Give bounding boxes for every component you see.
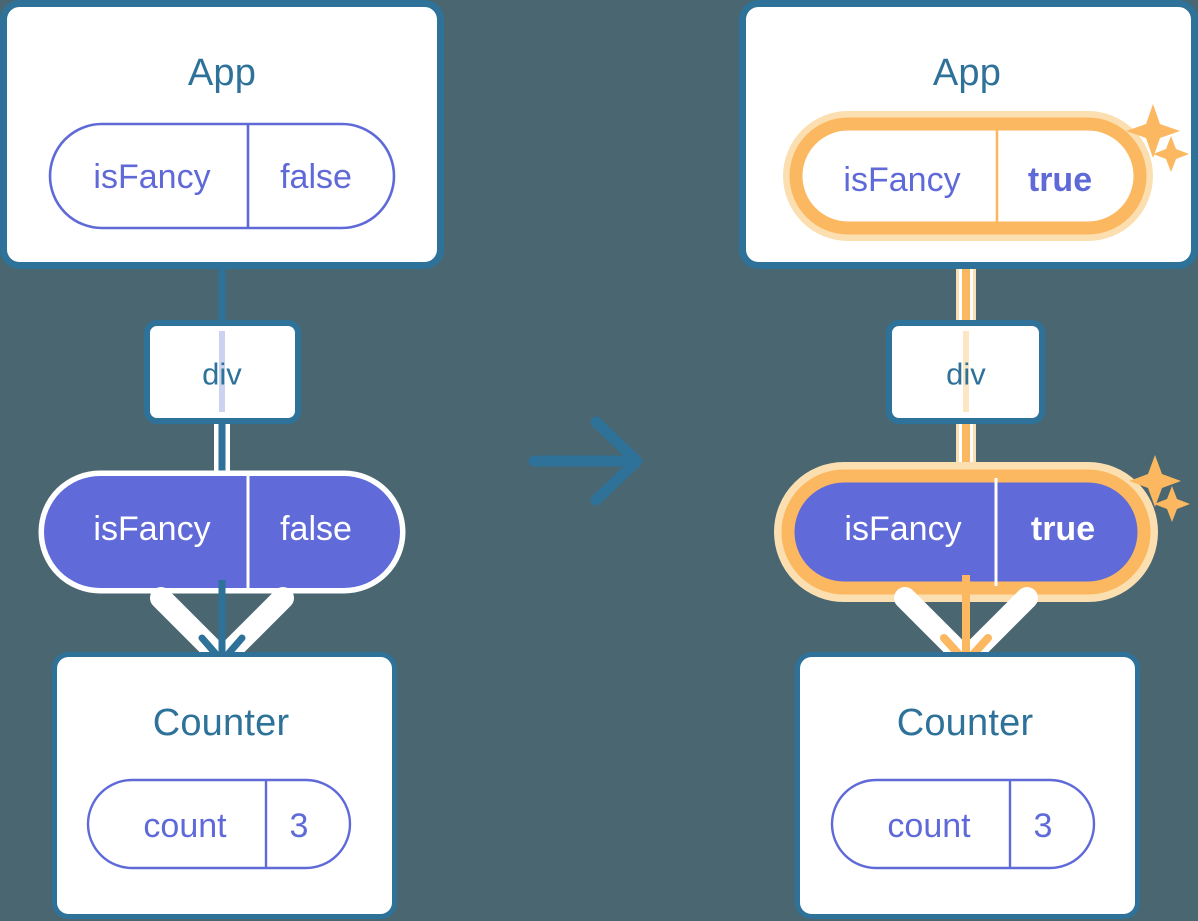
props-pill-before bbox=[44, 476, 400, 588]
arrow-right-icon-head bbox=[590, 416, 643, 506]
app-state-key-after: isFancy bbox=[843, 161, 961, 199]
props-key-before: isFancy bbox=[93, 510, 211, 548]
panel-after bbox=[739, 0, 1198, 919]
panel-before bbox=[0, 0, 444, 919]
counter-state-pill-after bbox=[830, 778, 1096, 870]
app-title-before: App bbox=[187, 52, 257, 94]
sparkle-small-icon-props-after bbox=[1154, 486, 1190, 522]
counter-state-value-before: 3 bbox=[289, 807, 309, 845]
app-title-after: App bbox=[932, 52, 1002, 94]
counter-state-key-after: count bbox=[887, 807, 971, 845]
props-value-after: true bbox=[1030, 510, 1096, 548]
app-state-pill-before bbox=[48, 122, 396, 230]
div-label-before: div bbox=[202, 356, 242, 392]
sparkle-large-icon-props-after bbox=[1129, 455, 1181, 507]
sparkle-large-icon-app-after bbox=[1126, 104, 1180, 158]
counter-title-after: Counter bbox=[896, 702, 1034, 744]
counter-state-pill-before bbox=[86, 778, 352, 870]
counter-title-before: Counter bbox=[152, 702, 290, 744]
div-label-after: div bbox=[946, 356, 986, 392]
app-state-pill-ring-after bbox=[789, 117, 1147, 235]
app-state-key-before: isFancy bbox=[93, 158, 211, 196]
props-key-after: isFancy bbox=[844, 510, 962, 548]
counter-state-value-after: 3 bbox=[1033, 807, 1053, 845]
app-state-value-before: false bbox=[280, 158, 352, 196]
props-value-before: false bbox=[280, 510, 352, 548]
transition-arrow bbox=[528, 416, 643, 506]
sparkle-small-icon-app-after bbox=[1153, 136, 1189, 172]
props-pill-ring-after bbox=[781, 469, 1151, 595]
app-state-value-after: true bbox=[1027, 161, 1093, 199]
counter-state-key-before: count bbox=[143, 807, 227, 845]
